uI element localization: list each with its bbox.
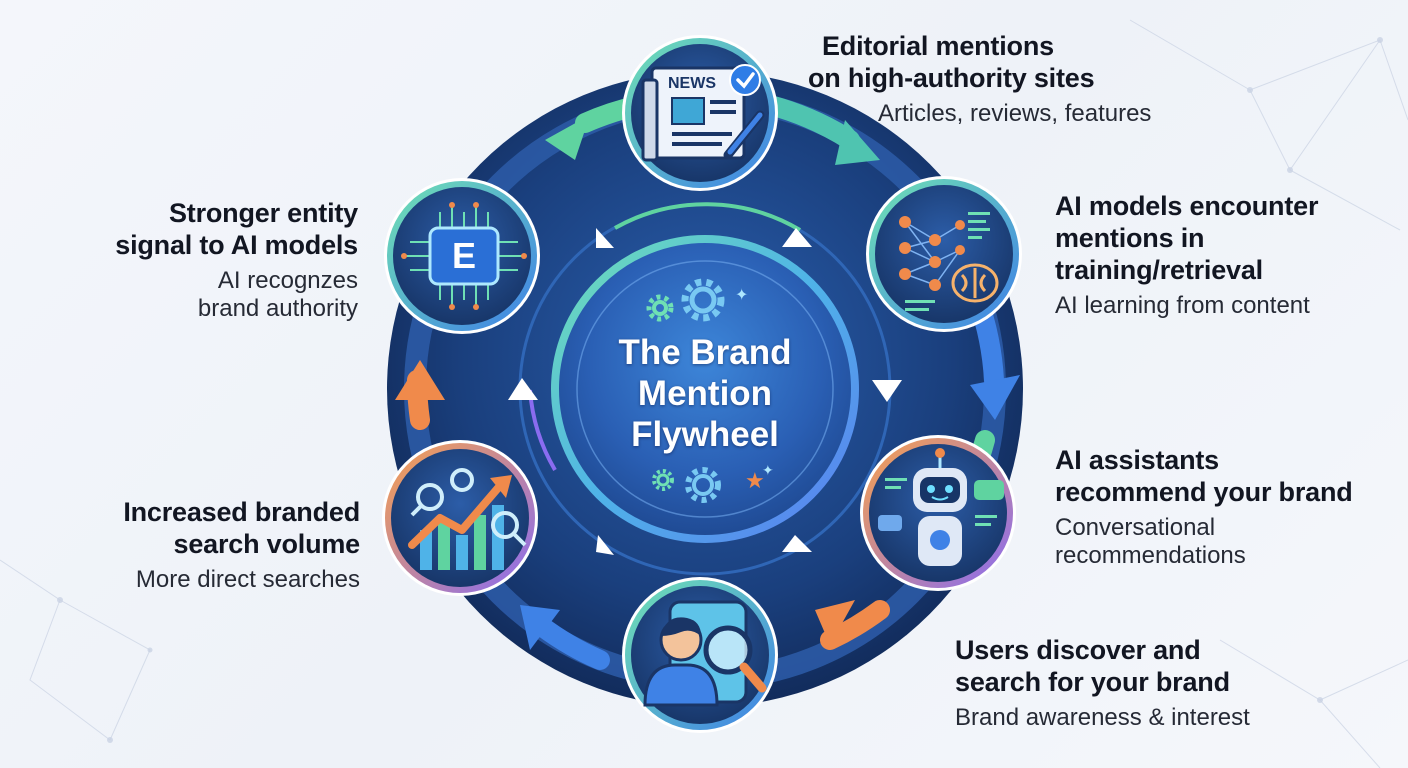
step-title: on high-authority sites (808, 63, 1095, 93)
gear-icon (681, 278, 725, 322)
step-description: More direct searches (135, 566, 360, 593)
step-title: mentions in (1055, 223, 1205, 253)
node-ai-assistants (860, 435, 1016, 591)
label-ai-models: AI models encounter mentions in training… (1055, 190, 1318, 320)
step-title: AI assistants (1055, 445, 1219, 475)
svg-text:E: E (452, 235, 476, 276)
star-icon: ★ (745, 469, 765, 494)
step-description: Articles, reviews, features (878, 100, 1152, 127)
label-editorial-mentions: Editorial mentions on high-authority sit… (808, 30, 1151, 128)
node-ai-models (866, 176, 1022, 332)
gear-icon (685, 467, 721, 503)
node-branded-search (382, 440, 538, 596)
node-users-discover (622, 577, 778, 733)
step-description: AI learning from content (1055, 292, 1310, 319)
sparkle-icon: ✦ (735, 285, 748, 304)
robot-assistant-icon (878, 448, 1004, 566)
step-title: Editorial mentions (822, 31, 1054, 61)
step-title: search for your brand (955, 667, 1230, 697)
hub-disc (555, 239, 855, 539)
label-ai-assistants: AI assistants recommend your brand Conve… (1055, 444, 1353, 570)
step-description: brand authority (197, 295, 358, 322)
news-icon: NEWS (641, 64, 765, 162)
inner-direction-triangles (508, 228, 902, 555)
step-description: AI recognzes (217, 267, 358, 294)
title-line: Flywheel (631, 415, 779, 454)
gear-icon (646, 294, 674, 322)
node-editorial-mentions: NEWS (622, 35, 778, 191)
step-title: signal to AI models (115, 230, 358, 260)
entity-chip-icon: E (401, 202, 527, 310)
flywheel-title: The Brand Mention Flywheel (580, 332, 830, 455)
step-title: AI models encounter (1055, 191, 1319, 221)
label-users-discover: Users discover and search for your brand… (955, 634, 1250, 732)
user-search-icon (643, 600, 767, 707)
label-entity-signal: Stronger entity signal to AI models AI r… (40, 197, 358, 323)
title-line: Mention (637, 374, 773, 413)
step-description: Conversational (1055, 514, 1216, 541)
sparkle-icon: ✦ (762, 463, 774, 479)
svg-text:NEWS: NEWS (668, 75, 716, 92)
step-title: recommend your brand (1055, 477, 1353, 507)
gear-icon (652, 469, 674, 491)
label-branded-search: Increased branded search volume More dir… (40, 496, 360, 594)
step-title: search volume (173, 529, 361, 559)
growth-chart-icon (408, 468, 527, 570)
title-line: The Brand (618, 333, 792, 372)
step-title: Stronger entity (168, 198, 358, 228)
node-entity-signal: E (384, 178, 540, 334)
step-title: training/retrieval (1055, 255, 1263, 285)
step-title: Increased branded (123, 497, 360, 527)
step-description: Brand awareness & interest (955, 704, 1250, 731)
step-description: recommendations (1055, 542, 1246, 569)
step-title: Users discover and (955, 635, 1201, 665)
